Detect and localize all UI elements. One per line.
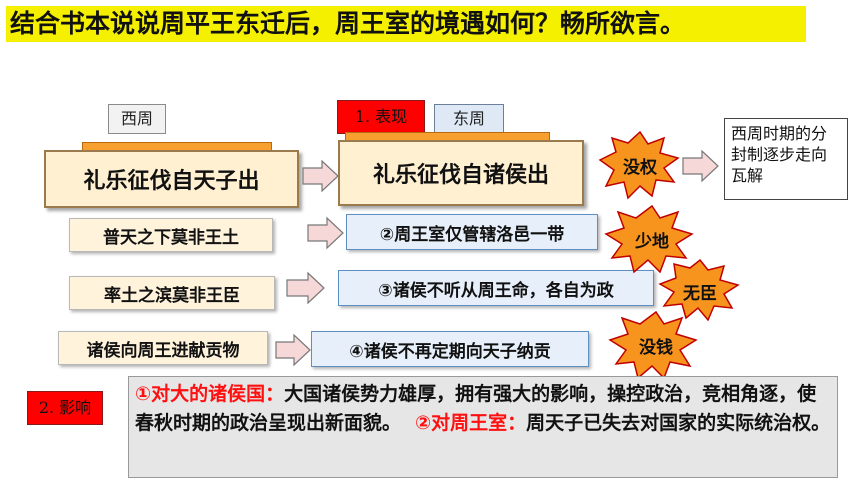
performance-label: 1. 表现: [337, 100, 425, 134]
page-title: 结合书本说说周平王东迁后，周王室的境遇如何？畅所欲言。: [6, 6, 806, 42]
burst-no-money: 没钱: [639, 337, 673, 358]
western-scroll: 礼乐征伐自天子出: [44, 150, 299, 208]
western-item-tribute: 诸侯向周王进献贡物: [58, 331, 268, 365]
eastern-item-no-tribute: ④诸侯不再定期向天子纳贡: [311, 331, 589, 367]
impact-box: ①对大的诸侯国：大国诸侯势力雄厚，拥有强大的影响，操控政治，竞相角逐，使春秋时期…: [128, 376, 838, 478]
burst-no-power: 没权: [623, 157, 657, 178]
fenfeng-note: 西周时期的分封制逐步走向瓦解: [724, 118, 848, 200]
starburst-icon: [608, 310, 698, 380]
burst-no-subjects: 无臣: [683, 283, 717, 304]
western-item-land: 普天之下莫非王土: [69, 218, 273, 252]
western-zhou-label: 西周: [108, 104, 166, 134]
impact-heading-vassals: ①对大的诸侯国：: [135, 383, 285, 405]
eastern-scroll: 礼乐征伐自诸侯出: [338, 140, 584, 206]
eastern-item-autonomy: ③诸侯不听从周王命，各自为政: [338, 270, 654, 306]
arrow-right-icon: [286, 271, 325, 305]
impact-heading-royal: ②对周王室：: [415, 412, 527, 434]
starburst-icon: [658, 258, 740, 322]
arrow-right-icon: [307, 216, 344, 250]
western-item-subjects: 率土之滨莫非王臣: [69, 276, 275, 310]
arrow-right-icon: [275, 333, 311, 367]
starburst-icon: [604, 204, 694, 274]
starburst-icon: [598, 130, 680, 200]
eastern-item-territory: ②周王室仅管辖洛邑一带: [346, 214, 598, 250]
arrow-right-icon: [682, 149, 719, 183]
impact-text-royal: 周天子已失去对国家的实际统治权。: [526, 412, 831, 434]
impact-label: 2. 影响: [27, 391, 103, 425]
impact-text-vassals: 大国诸侯势力雄厚，拥有强大的影响，操控政治，竞相角逐，使春秋时期的政治呈现出新面…: [135, 383, 817, 434]
arrow-right-icon: [302, 159, 339, 193]
burst-less-land: 少地: [635, 231, 669, 252]
